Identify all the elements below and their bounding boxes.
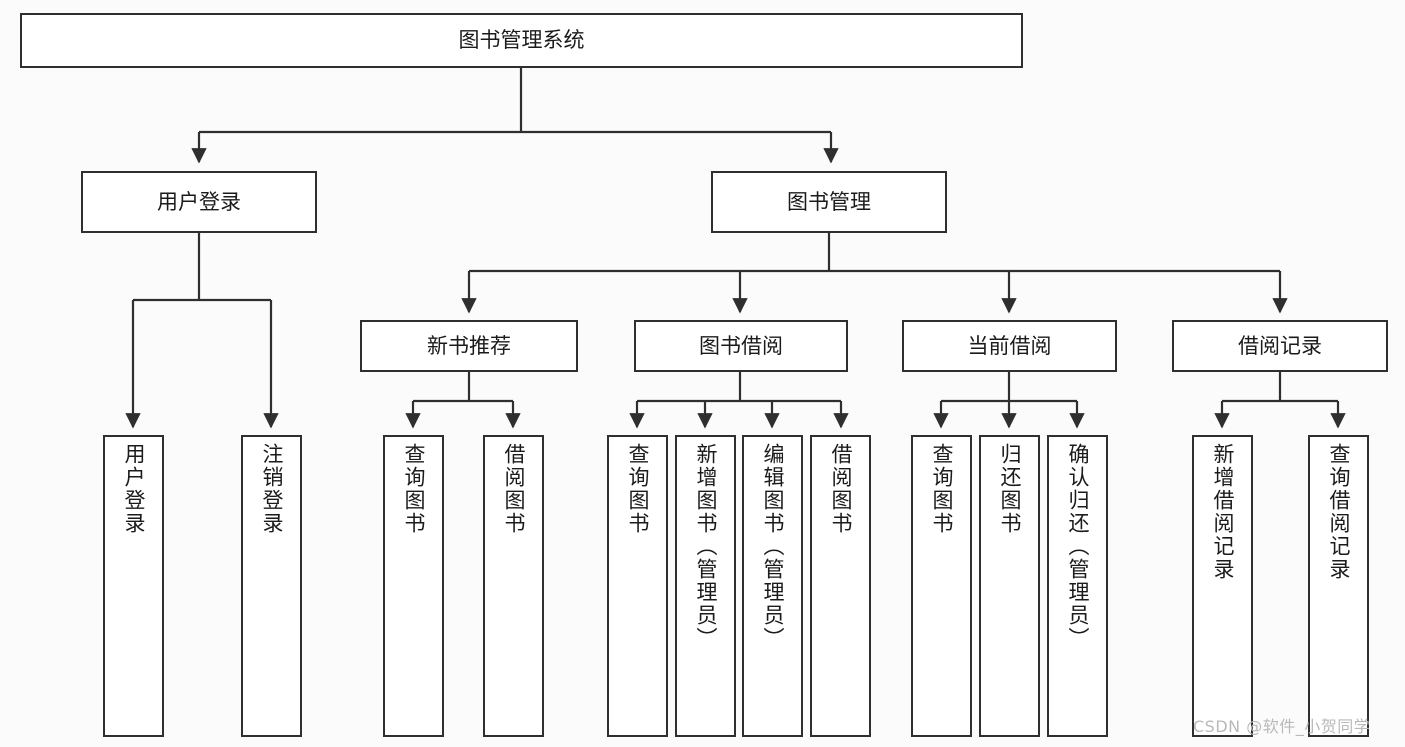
node-leaf-logout-login-label: 注销登录 bbox=[260, 443, 284, 535]
node-leaf-confirm-return[interactable]: 确认归还（管理员） bbox=[1047, 435, 1108, 737]
node-leaf-query-record-label: 查询借阅记录 bbox=[1327, 443, 1351, 581]
node-leaf-borrow-book-1[interactable]: 借阅图书 bbox=[483, 435, 544, 737]
node-leaf-edit-book-label: 编辑图书（管理员） bbox=[761, 443, 785, 650]
node-leaf-query-book-1[interactable]: 查询图书 bbox=[383, 435, 444, 737]
node-book-management[interactable]: 图书管理 bbox=[711, 171, 947, 233]
node-book-borrow-label: 图书借阅 bbox=[699, 333, 783, 358]
node-leaf-query-record[interactable]: 查询借阅记录 bbox=[1308, 435, 1369, 737]
node-user-login-label: 用户登录 bbox=[157, 189, 241, 214]
node-leaf-edit-book[interactable]: 编辑图书（管理员） bbox=[742, 435, 803, 737]
node-leaf-borrow-book-1-label: 借阅图书 bbox=[502, 443, 526, 535]
node-leaf-query-book-1-label: 查询图书 bbox=[402, 443, 426, 535]
node-leaf-logout-login[interactable]: 注销登录 bbox=[241, 435, 302, 737]
node-leaf-return-book[interactable]: 归还图书 bbox=[979, 435, 1040, 737]
node-new-book-recommend[interactable]: 新书推荐 bbox=[360, 320, 578, 372]
node-book-management-label: 图书管理 bbox=[787, 189, 871, 214]
node-current-borrow[interactable]: 当前借阅 bbox=[902, 320, 1117, 372]
node-borrow-record-label: 借阅记录 bbox=[1238, 333, 1322, 358]
node-leaf-user-login-label: 用户登录 bbox=[122, 443, 146, 535]
node-root[interactable]: 图书管理系统 bbox=[20, 13, 1023, 68]
node-leaf-add-record[interactable]: 新增借阅记录 bbox=[1192, 435, 1253, 737]
node-leaf-borrow-book-2-label: 借阅图书 bbox=[829, 443, 853, 535]
node-current-borrow-label: 当前借阅 bbox=[967, 333, 1052, 358]
node-leaf-return-book-label: 归还图书 bbox=[998, 443, 1022, 535]
watermark-text: CSDN @软件_小贺同学 bbox=[1193, 717, 1371, 736]
node-leaf-user-login[interactable]: 用户登录 bbox=[103, 435, 164, 737]
node-new-book-recommend-label: 新书推荐 bbox=[427, 333, 511, 358]
node-leaf-add-book-label: 新增图书（管理员） bbox=[694, 443, 718, 650]
node-leaf-query-book-2[interactable]: 查询图书 bbox=[607, 435, 668, 737]
node-leaf-confirm-return-label: 确认归还（管理员） bbox=[1066, 443, 1090, 650]
node-user-login[interactable]: 用户登录 bbox=[81, 171, 317, 233]
node-leaf-query-book-2-label: 查询图书 bbox=[626, 443, 650, 535]
node-leaf-add-record-label: 新增借阅记录 bbox=[1211, 443, 1235, 581]
node-leaf-query-book-3-label: 查询图书 bbox=[930, 443, 954, 535]
node-leaf-borrow-book-2[interactable]: 借阅图书 bbox=[810, 435, 871, 737]
node-book-borrow[interactable]: 图书借阅 bbox=[634, 320, 848, 372]
node-leaf-query-book-3[interactable]: 查询图书 bbox=[911, 435, 972, 737]
node-root-label: 图书管理系统 bbox=[458, 28, 585, 53]
node-leaf-add-book[interactable]: 新增图书（管理员） bbox=[675, 435, 736, 737]
node-borrow-record[interactable]: 借阅记录 bbox=[1172, 320, 1388, 372]
